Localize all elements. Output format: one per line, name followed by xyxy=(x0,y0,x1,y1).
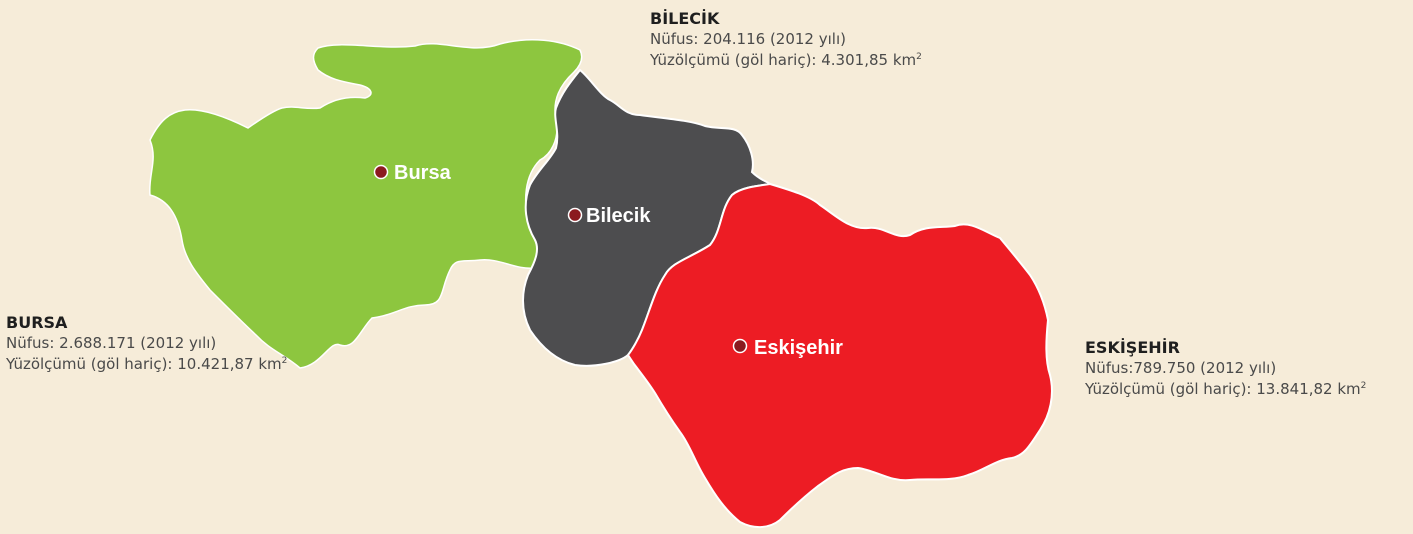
eskisehir-area-unit-sup: 2 xyxy=(1360,381,1367,391)
bilecik-info-title: BİLECİK xyxy=(650,9,720,28)
bursa-city[interactable]: Bursa xyxy=(373,162,452,184)
bilecik-marker-icon xyxy=(567,207,583,223)
eskisehir-marker-icon xyxy=(732,338,748,354)
bursa-area-unit-sup: 2 xyxy=(281,356,288,366)
bursa-region[interactable] xyxy=(149,39,583,369)
bursa-marker-icon xyxy=(373,164,389,180)
bursa-area: Yüzölçümü (göl hariç): 10.421,87 km2 xyxy=(6,354,287,375)
eskisehir-info: ESKİŞEHİR Nüfus:789.750 (2012 yılı) Yüzö… xyxy=(1085,337,1366,400)
bilecik-city-label: Bilecik xyxy=(586,205,651,227)
eskisehir-region[interactable] xyxy=(626,182,1053,528)
eskisehir-area: Yüzölçümü (göl hariç): 13.841,82 km2 xyxy=(1085,379,1366,400)
bilecik-info: BİLECİK Nüfus: 204.116 (2012 yılı) Yüzöl… xyxy=(650,8,922,71)
eskisehir-city-label: Eskişehir xyxy=(754,337,843,359)
bilecik-city[interactable]: Bilecik xyxy=(567,205,652,227)
bursa-info-title: BURSA xyxy=(6,313,68,332)
bursa-population: Nüfus: 2.688.171 (2012 yılı) xyxy=(6,334,217,352)
eskisehir-info-title: ESKİŞEHİR xyxy=(1085,338,1180,357)
bilecik-area: Yüzölçümü (göl hariç): 4.301,85 km2 xyxy=(650,50,922,71)
bilecik-population: Nüfus: 204.116 (2012 yılı) xyxy=(650,30,846,48)
eskisehir-population: Nüfus:789.750 (2012 yılı) xyxy=(1085,359,1277,377)
bilecik-area-unit-sup: 2 xyxy=(916,52,922,62)
bursa-area-text: Yüzölçümü (göl hariç): 10.421,87 km xyxy=(6,355,282,373)
bilecik-area-text: Yüzölçümü (göl hariç): 4.301,85 km xyxy=(650,51,917,69)
eskisehir-city[interactable]: Eskişehir xyxy=(732,337,844,359)
bursa-info: BURSA Nüfus: 2.688.171 (2012 yılı) Yüzöl… xyxy=(6,312,287,375)
eskisehir-area-text: Yüzölçümü (göl hariç): 13.841,82 km xyxy=(1085,380,1361,398)
bursa-city-label: Bursa xyxy=(394,162,452,184)
